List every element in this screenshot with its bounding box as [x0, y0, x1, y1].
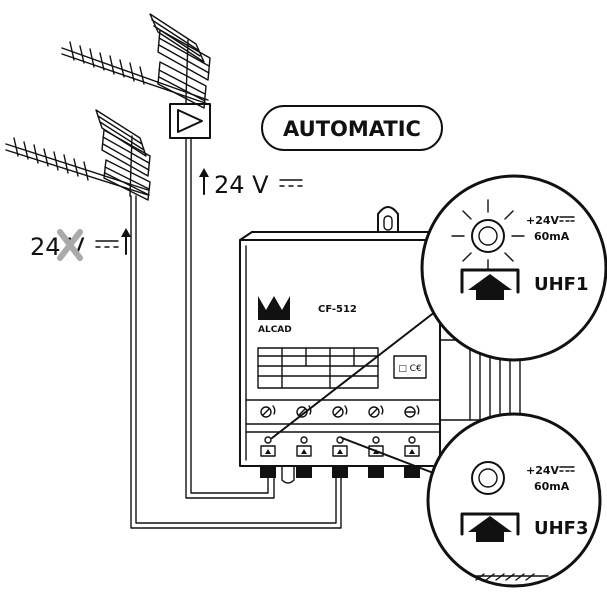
amplifier-cable — [185, 97, 275, 499]
uhf3-current: 60mA — [534, 480, 570, 493]
uhf3-switch-icon[interactable] — [460, 512, 520, 542]
ce-mark-text: □ C€ — [398, 364, 422, 374]
connector-4 — [368, 466, 384, 478]
automatic-text: AUTOMATIC — [283, 117, 421, 141]
mast-amplifier-icon — [169, 103, 211, 139]
uhf3-label: UHF3 — [534, 518, 589, 539]
uhf1-voltage: +24V — [526, 214, 560, 227]
screw-3[interactable] — [332, 405, 348, 418]
zoom-line-uhf3 — [341, 437, 437, 475]
amp-supply-label: 24 V — [199, 168, 303, 199]
connector-2 — [296, 466, 312, 478]
connector-1 — [260, 466, 276, 478]
input-switch-3[interactable] — [332, 436, 348, 457]
passive-antenna-cable — [130, 195, 342, 529]
upper-antenna-icon — [61, 13, 211, 109]
uhf1-switch-icon[interactable] — [460, 268, 520, 300]
uhf3-voltage: +24V — [526, 464, 560, 477]
automatic-badge: AUTOMATIC — [261, 105, 443, 151]
input-switch-2[interactable] — [296, 436, 312, 457]
zoom-uhf3: +24V 60mA UHF3 — [426, 412, 602, 588]
connector-5 — [404, 466, 420, 478]
lower-antenna-icon — [5, 109, 151, 201]
bypass-supply-label: 24 V — [30, 228, 131, 261]
f-connectors — [260, 466, 420, 478]
uhf1-current: 60mA — [534, 230, 570, 243]
brand-text: ALCAD — [258, 325, 292, 335]
input-switches — [260, 436, 420, 457]
alcad-logo-icon: ALCAD — [258, 296, 292, 335]
screw-4[interactable] — [368, 405, 384, 418]
channel-label-table — [257, 347, 379, 389]
connector-3 — [332, 466, 348, 478]
input-switch-5[interactable] — [404, 436, 420, 457]
screw-1[interactable] — [260, 405, 276, 418]
led-off-icon — [471, 461, 505, 495]
screw-2[interactable] — [296, 405, 312, 418]
zoom-uhf1: +24V 60mA UHF1 — [420, 174, 607, 362]
input-switch-1[interactable] — [260, 436, 276, 457]
adjustment-screws — [260, 405, 420, 418]
cf512-device: ALCAD CF-512 □ C€ — [239, 206, 541, 484]
sun-led-icon — [451, 199, 525, 271]
uhf1-label: UHF1 — [534, 274, 589, 295]
model-text: CF-512 — [318, 304, 357, 315]
disabled-cross-icon — [57, 229, 83, 261]
amp-supply-text: 24 V — [214, 171, 269, 199]
screw-5[interactable] — [404, 405, 420, 418]
zoom-line-uhf1 — [271, 307, 441, 439]
